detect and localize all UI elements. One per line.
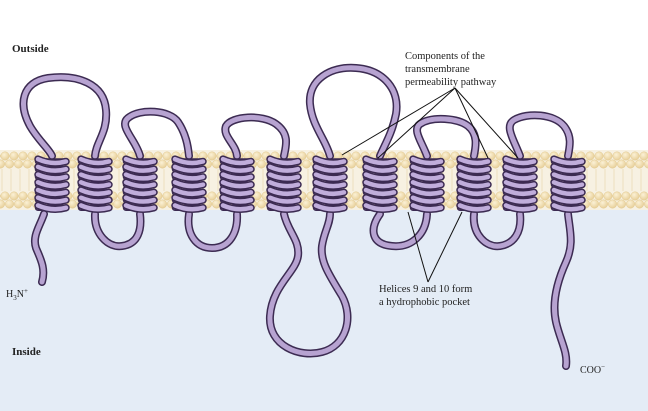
loop-fill [371, 211, 430, 249]
c-terminus-label: COO− [580, 363, 605, 376]
pocket-callout-line1: Helices 9 and 10 form [379, 284, 472, 295]
pathway-callout-line2: transmembrane [405, 64, 470, 75]
helix-11 [502, 155, 538, 213]
loop-fill [307, 65, 400, 159]
loop-fill [122, 109, 192, 159]
helix-2 [77, 155, 113, 213]
loop-fill [185, 211, 240, 251]
helix-5 [219, 155, 255, 213]
helix-6 [266, 155, 302, 213]
loop-fill [92, 211, 143, 249]
pocket-callout-line2: a hydrophobic pocket [379, 297, 470, 308]
helix-7 [312, 155, 348, 213]
pocket-pointer-lines [407, 211, 463, 283]
pathway-callout-line3: permeability pathway [405, 77, 497, 88]
protein-backbone [19, 63, 575, 370]
helix-10 [456, 155, 492, 213]
loop-fill [507, 112, 573, 159]
helix-4 [171, 155, 207, 213]
loop-fill [414, 116, 479, 159]
inside-label: Inside [12, 346, 41, 358]
loop-fill [21, 74, 109, 159]
n-terminus-label: H3N+ [6, 287, 28, 302]
loop-fill [32, 211, 47, 285]
helix-3 [122, 155, 158, 213]
transmembrane-helices [34, 155, 586, 213]
loop-fill [471, 211, 523, 249]
helix-1 [34, 155, 70, 213]
outside-label: Outside [12, 43, 49, 55]
pathway-callout-line1: Components of the [405, 51, 485, 62]
loop-fill [222, 115, 289, 159]
loop-fill [267, 211, 350, 356]
pathway-pointer-lines [341, 87, 519, 159]
helix-8 [362, 155, 398, 213]
helix-9 [409, 155, 445, 213]
loop-fill [551, 211, 574, 369]
helix-12 [550, 155, 586, 213]
